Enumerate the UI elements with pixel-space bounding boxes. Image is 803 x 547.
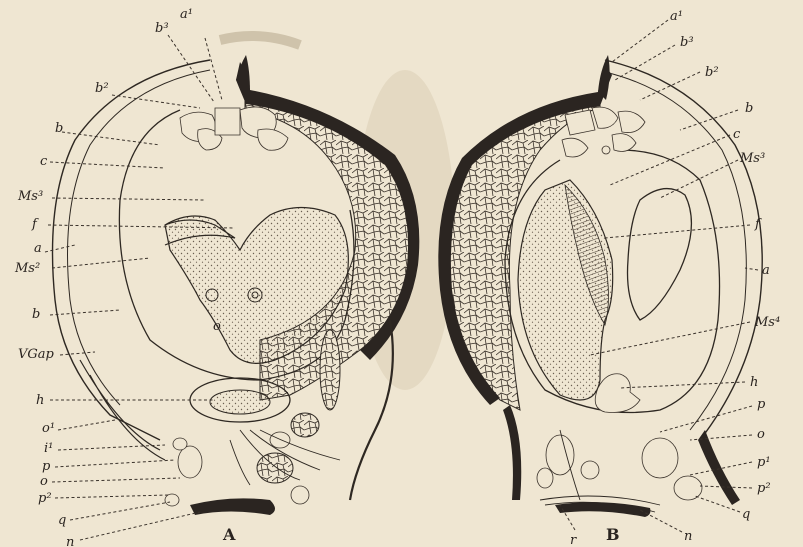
label-b-p: p — [757, 397, 766, 412]
b-h-structure — [595, 374, 640, 413]
label-a-o-inner: o — [213, 319, 221, 334]
a-h-core — [210, 390, 270, 414]
label-a-b3: b³ — [155, 21, 169, 36]
label-b-h: h — [750, 375, 758, 390]
label-a-p2: p² — [38, 491, 52, 506]
label-b-b2: b² — [705, 65, 719, 80]
label-a-i1: i¹ — [44, 441, 53, 456]
label-b-o: o — [757, 427, 765, 442]
b-horn — [598, 55, 610, 100]
label-a-q: q — [58, 513, 66, 528]
label-a-o1: o¹ — [42, 421, 55, 436]
halo-stroke — [220, 36, 300, 45]
label-b-c: c — [733, 127, 741, 142]
a-left-rim — [80, 360, 165, 460]
label-b-q: q — [742, 507, 750, 522]
label-a-a: a — [34, 241, 42, 256]
label-b-a: a — [762, 263, 770, 278]
label-a-h: h — [36, 393, 44, 408]
label-b-r: r — [570, 533, 577, 547]
label-b-n: n — [684, 529, 692, 544]
figure-b — [438, 55, 762, 517]
b-ms3-lobe — [628, 189, 692, 320]
label-a-ms3: Ms³ — [17, 189, 43, 204]
label-b-b: b — [745, 101, 753, 116]
label-b-p2: p² — [757, 481, 771, 496]
b-plate-r — [555, 502, 650, 517]
label-a-p: p — [42, 459, 51, 474]
label-b-ms3: Ms³ — [739, 151, 765, 166]
b-upper-cells — [562, 107, 645, 157]
label-a-a1: a¹ — [180, 7, 193, 22]
a-upper-cells — [180, 107, 288, 150]
label-a-b-top: b — [55, 121, 63, 136]
label-a-b-low: b — [32, 307, 40, 322]
a-plate-n — [190, 498, 275, 515]
b-left-rim — [503, 405, 521, 500]
b-lower-ganglia — [537, 435, 702, 500]
label-a-c: c — [40, 154, 48, 169]
label-b-a1: a¹ — [670, 9, 683, 24]
label-a-o: o — [40, 474, 48, 489]
caption-b: B — [606, 525, 620, 544]
label-b-ms4: Ms⁴ — [754, 315, 780, 330]
label-b-p1: p¹ — [757, 455, 771, 470]
b-right-rim — [698, 430, 740, 505]
caption-a: A — [222, 525, 236, 544]
label-a-ms2: Ms² — [14, 261, 40, 276]
label-a-n: n — [66, 535, 74, 547]
label-a-vgap: VGap — [18, 347, 55, 362]
label-b-b3: b³ — [680, 35, 694, 50]
label-a-b2: b² — [95, 81, 109, 96]
figure-a — [53, 55, 420, 515]
label-a-f: f — [31, 217, 39, 232]
